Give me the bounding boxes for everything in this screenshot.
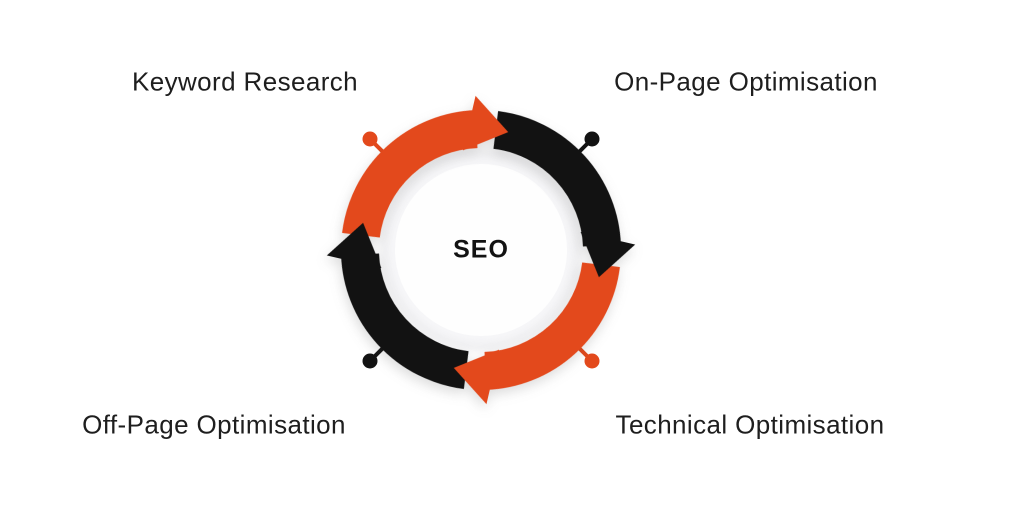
cycle-ring <box>326 95 636 405</box>
connector-dot-off-page <box>362 353 378 369</box>
connector-dot-technical <box>584 353 600 369</box>
arrowhead-right-icon <box>580 231 636 278</box>
label-on-page-optimisation: On-Page Optimisation <box>614 66 878 97</box>
arrowhead-left-icon <box>326 222 382 269</box>
center-label-seo: SEO <box>453 235 509 264</box>
label-keyword-research: Keyword Research <box>131 66 359 97</box>
arrowhead-bottom-icon <box>453 349 500 405</box>
cycle-arc-off-page <box>341 252 470 389</box>
cycle-arc-keyword-research <box>342 110 479 239</box>
connector-dot-keyword-research <box>362 131 378 147</box>
seo-cycle-diagram <box>326 95 636 405</box>
inner-white-circle <box>395 164 567 336</box>
cycle-arc-technical <box>483 261 620 390</box>
arrowhead-top-icon <box>462 95 509 151</box>
cycle-arc-on-page <box>492 111 621 248</box>
label-technical-optimisation: Technical Optimisation <box>615 409 885 440</box>
label-off-page-optimisation: Off-Page Optimisation <box>82 409 346 440</box>
connector-dot-on-page <box>584 131 600 147</box>
connectors <box>362 131 600 369</box>
